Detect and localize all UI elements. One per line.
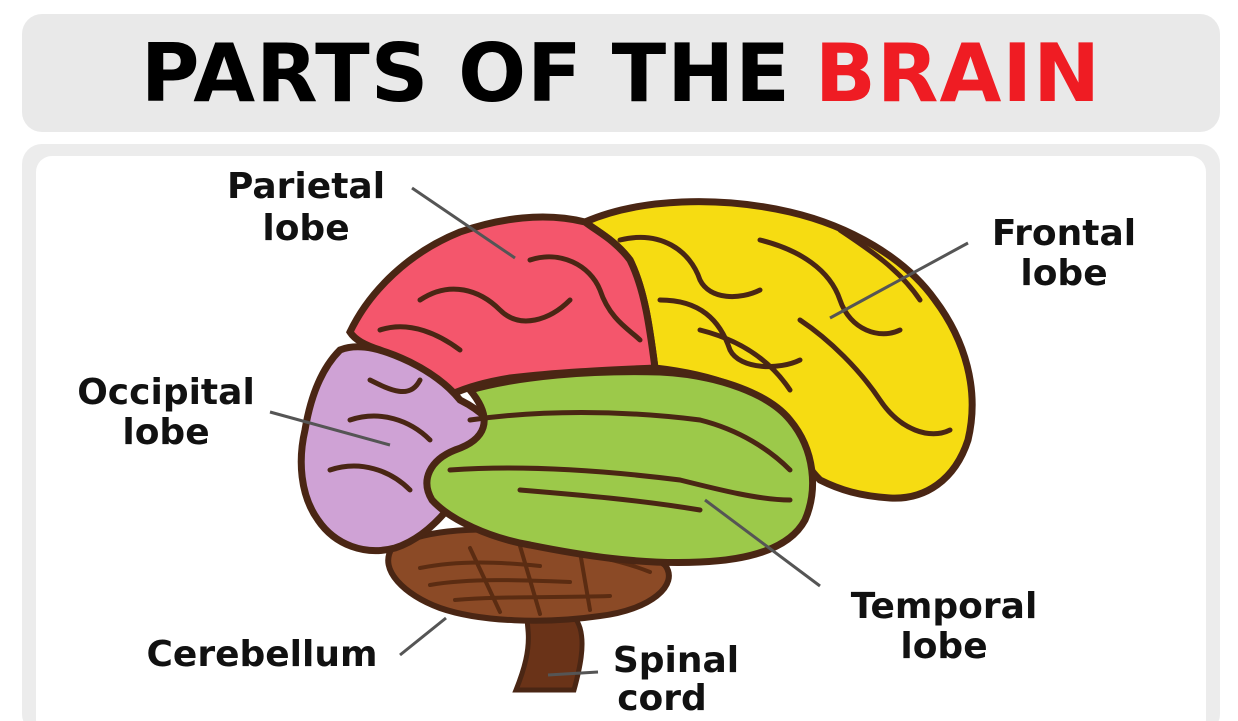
label-temporal-line1: Temporal: [851, 586, 1038, 627]
leader-cerebellum: [400, 618, 446, 655]
label-occipital-line1: Occipital: [77, 372, 255, 413]
label-spinal-line2: cord: [617, 678, 707, 719]
label-spinal-line1: Spinal: [613, 640, 739, 681]
label-temporal-line2: lobe: [900, 626, 987, 667]
label-parietal-line1: Parietal: [227, 166, 385, 207]
label-parietal-line2: lobe: [262, 208, 349, 249]
label-frontal-line2: lobe: [1020, 253, 1107, 294]
label-frontal-line1: Frontal: [992, 213, 1136, 254]
label-cerebellum: Cerebellum: [146, 634, 377, 675]
label-occipital-line2: lobe: [122, 412, 209, 453]
